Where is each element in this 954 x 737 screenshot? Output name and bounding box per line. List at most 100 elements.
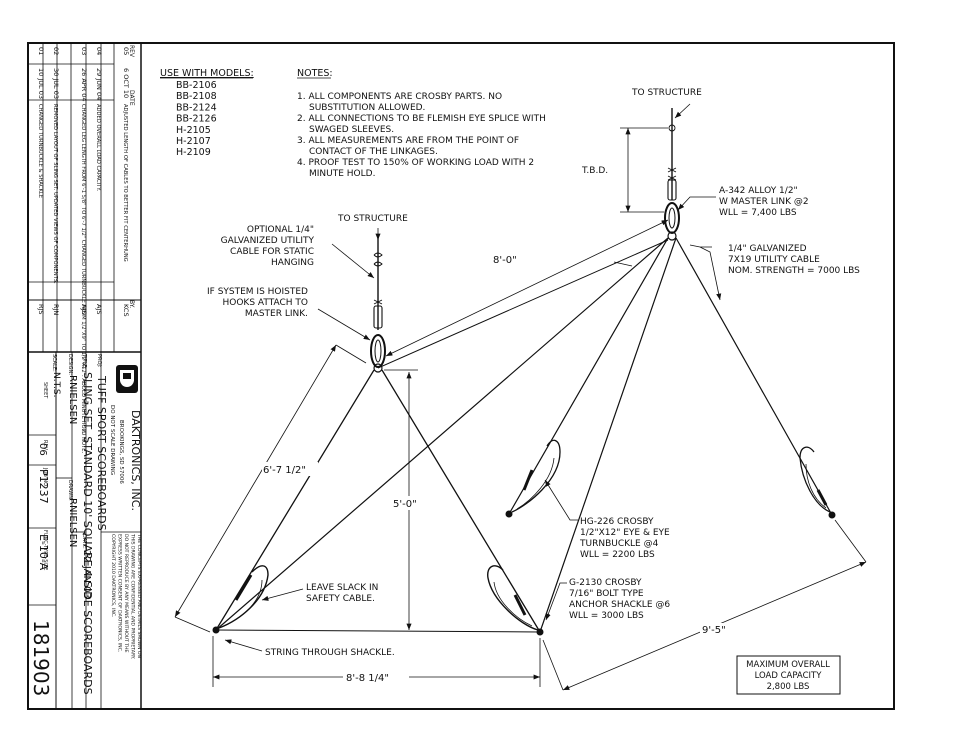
model-line: H-2107 [176, 136, 211, 147]
rev-by: AJS [95, 304, 103, 315]
job-number: P1237 [37, 469, 50, 504]
rev-by: RJS [37, 304, 45, 315]
back-left-turnbuckle [505, 439, 561, 518]
optional-cable-line: HANGING [271, 258, 314, 268]
drawing-scale: N.T.S. [51, 372, 61, 397]
proj-label: PROJ: [96, 354, 102, 368]
confidential-notice: THE CONCEPTS EXPRESSED AND DETAILS SHOWN… [110, 533, 142, 659]
date-label: DATE: [81, 534, 87, 549]
dim-8-0: 8'-0" [493, 255, 517, 266]
master-link-line: W MASTER LINK @2 [719, 197, 809, 207]
dim-5-0: 5'-0" [393, 499, 417, 510]
hoisted-line: IF SYSTEM IS HOISTED [207, 287, 308, 297]
model-line: BB-2124 [176, 102, 217, 113]
rev-by: AJS [80, 304, 88, 315]
rev-description: REMOVED LAYOUT OF SLING SET. UPDATED VIE… [52, 104, 58, 284]
drawing-number: 181903 [29, 620, 53, 696]
designer: RNIELSEN [67, 375, 78, 424]
turnbuckle-line: 1/2"X12" EYE & EYE [580, 528, 670, 538]
rev-number: 06 [37, 443, 48, 456]
rev-number: 05 [122, 47, 130, 55]
date-header: DATE [128, 90, 135, 106]
note-line: CONTACT OF THE LINKAGES. [309, 147, 438, 157]
model-line: BB-2108 [176, 91, 217, 102]
note-line: MINUTE HOLD. [309, 169, 375, 179]
capacity-line: 2,800 LBS [767, 682, 810, 692]
model-line: BB-2126 [176, 114, 217, 125]
dim-8-8-quarter: 8'-8 1/4" [346, 673, 389, 684]
rev-number: 02 [52, 47, 60, 55]
capacity-box [736, 655, 841, 695]
rev-by: KCS [122, 304, 130, 317]
rev-description: CHANGED TURNBUCKLE & SHACKLE [37, 104, 43, 198]
hoisted-line: MASTER LINK. [245, 309, 308, 319]
notes-list: 1. ALL COMPONENTS ARE CROSBY PARTS. NOSU… [297, 92, 546, 179]
left-master-link [370, 334, 386, 368]
capacity-line: MAXIMUM OVERALL [746, 660, 830, 670]
note-line: SUBSTITUTION ALLOWED. [309, 103, 425, 113]
sheet-border [27, 42, 895, 710]
cable-line: NOM. STRENGTH = 7000 LBS [728, 266, 860, 276]
cable-line: 7X19 UTILITY CABLE [728, 255, 820, 265]
rev-description: ADDED OVERALL LOAD CAPACITY. [95, 104, 101, 191]
rev-description: ADJUSTED LENGTH OF CABLES TO BETTER FIT … [122, 104, 128, 262]
rev-date: 6 OCT 10 [122, 68, 130, 98]
confidential-line: THIS DRAWING ARE CONFIDENTIAL AND PROPRI… [130, 533, 136, 659]
rev-date: 30 JUL 03 [52, 68, 60, 99]
scale-label: SCALE: [51, 354, 57, 372]
drawn-label: DRAWN: [67, 480, 73, 501]
confidential-line: COPYRIGHT 2010 DAKTRONICS, INC. [110, 534, 116, 617]
master-link-line: WLL = 7,400 LBS [719, 208, 797, 218]
sheet-label: SHEET [42, 382, 48, 399]
rev-description: CHANGED LEG LENGTH FROM 6'-1 5/8" TO 6'-… [80, 104, 86, 453]
project-name: TUFF SPORT SCOREBOARDS [95, 375, 108, 531]
hoisted-line: HOOKS ATTACH TO [223, 298, 309, 308]
drawing-date: 22 JAN 03 [81, 550, 92, 599]
drafter: RNIELSEN [67, 498, 78, 547]
rev-date: 10 JUL 03 [37, 68, 45, 99]
confidential-line: EXPRESS WRITTEN CONSENT OF DAKTRONICS, I… [117, 534, 123, 652]
func-label: FUNC-TYPE-SIZE [42, 530, 48, 570]
design-label: DESIGN: [67, 354, 73, 375]
optional-cable-line: GALVANIZED UTILITY [221, 236, 315, 246]
rev-by: RJN [52, 304, 60, 315]
company-city: BROOKINGS, SD 57006 [118, 420, 124, 484]
models-list: BB-2106BB-2108BB-2124BB-2126H-2105H-2107… [176, 80, 217, 158]
drawing-title: SLING SET, STANDARD 10' SQUARE 4-SIDE SC… [81, 372, 94, 695]
note-line: 4. PROOF TEST TO 150% OF WORKING LOAD WI… [297, 158, 534, 168]
notes-title: NOTES: [297, 68, 333, 79]
dim-6-7-half: 6'-7 1/2" [263, 465, 306, 476]
rev-number: 04 [95, 47, 103, 55]
turnbuckle-line: TURNBUCKLE @4 [579, 539, 659, 549]
rev-number: 03 [80, 47, 88, 55]
to-structure-left: TO STRUCTURE [337, 214, 408, 224]
leader-lines [224, 103, 722, 652]
model-line: H-2109 [176, 147, 211, 158]
title-block: DAKTRONICS, INC. BROOKINGS, SD 57006 DO … [28, 352, 142, 709]
by-header: BY. [128, 300, 135, 308]
note-line: 1. ALL COMPONENTS ARE CROSBY PARTS. NO [297, 92, 502, 102]
dim-9-5: 9'-5" [702, 625, 726, 636]
string-through-label: STRING THROUGH SHACKLE. [265, 648, 395, 658]
note-line: SWAGED SLEEVES. [309, 125, 394, 135]
optional-cable-line: CABLE FOR STATIC [230, 247, 314, 257]
leave-slack-line: LEAVE SLACK IN [306, 583, 378, 593]
turnbuckle-line: WLL = 2200 LBS [580, 550, 655, 560]
models-title: USE WITH MODELS: [160, 68, 254, 79]
capacity-line: LOAD CAPACITY [755, 671, 823, 681]
model-line: H-2105 [176, 125, 211, 136]
cable-line: 1/4" GALVANIZED [728, 244, 807, 254]
shackle-line: 7/16" BOLT TYPE [569, 589, 644, 599]
model-line: BB-2106 [176, 80, 217, 91]
left-turnbuckle [212, 565, 269, 634]
turnbuckle-line: HG-226 CROSBY [580, 517, 654, 527]
rev-date: 26 APR 04 [80, 68, 88, 102]
